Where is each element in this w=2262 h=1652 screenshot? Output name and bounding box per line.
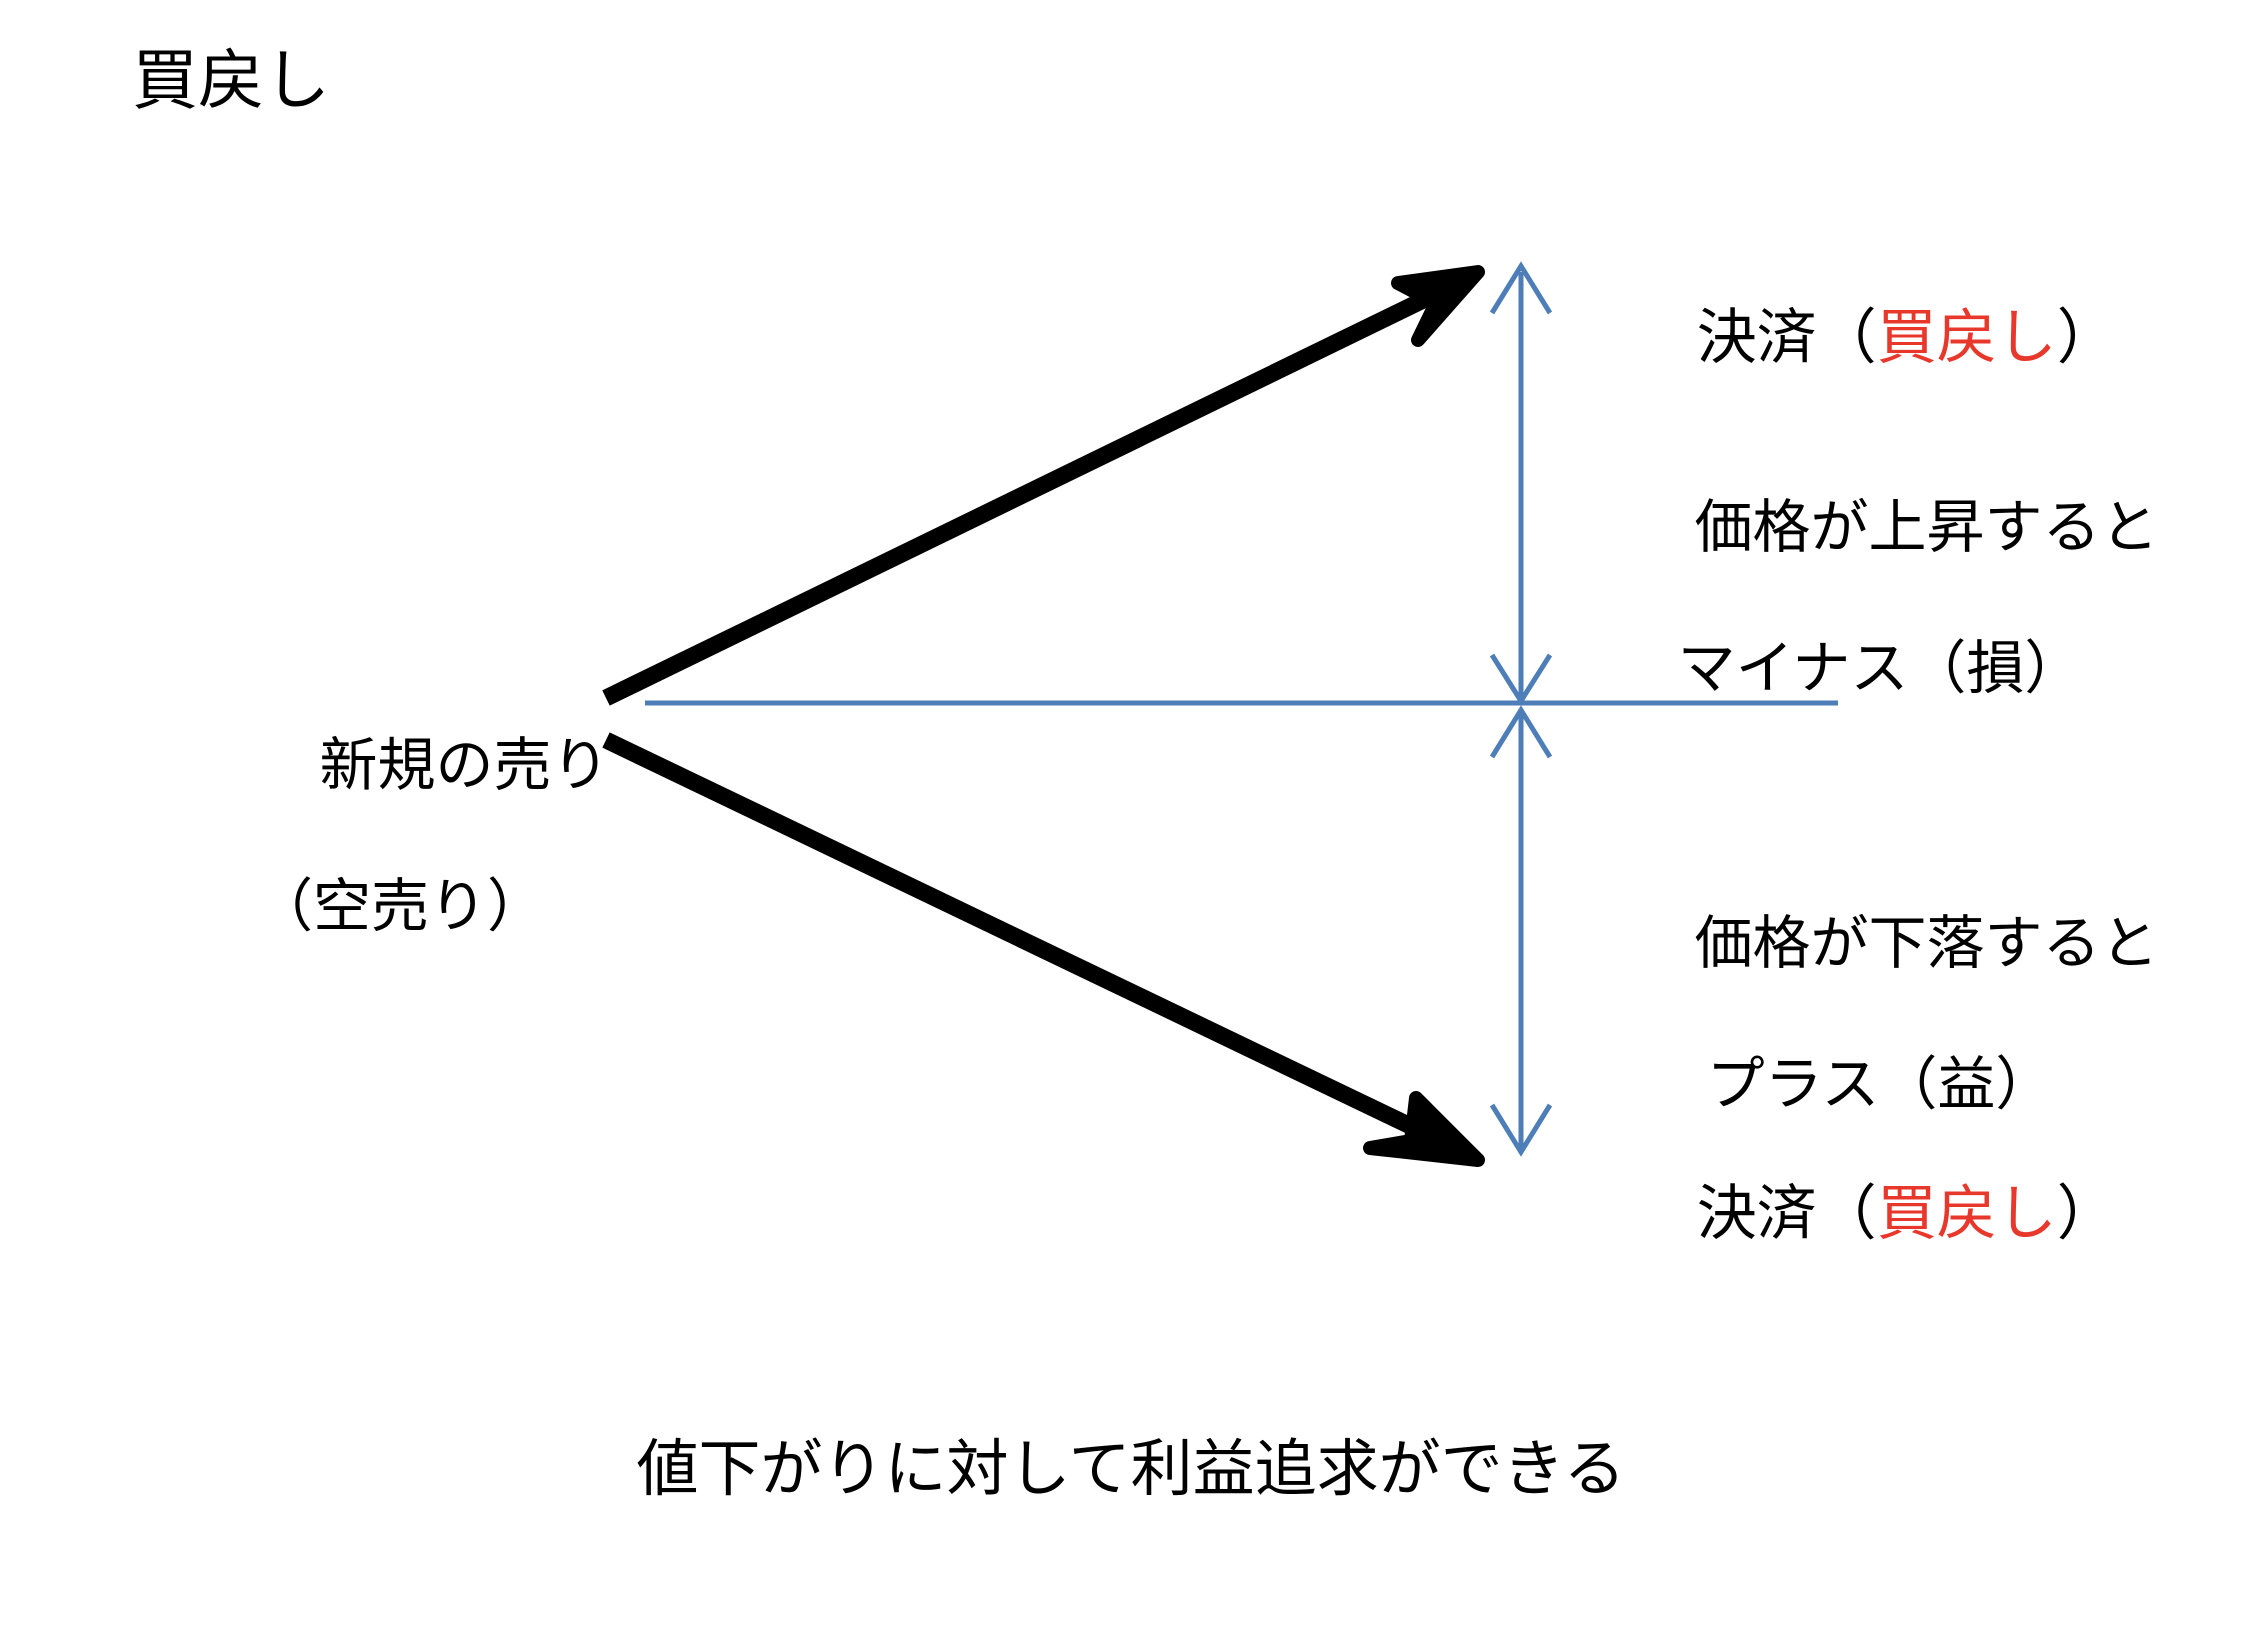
open-position-line1: 新規の売り: [319, 732, 610, 798]
price-up-outcome-line2: マイナス（損）: [1677, 636, 2083, 702]
settlement-bottom-accent: 買戻し: [1876, 1180, 2057, 1248]
open-position-line2: （空売り）: [255, 874, 546, 940]
settlement-label-bottom: 決済（買戻し）: [1630, 1104, 2117, 1324]
slide-caption: 値下がりに対して利益追求ができる: [636, 1435, 1626, 1504]
price-down-outcome-line2: プラス（益）: [1706, 1052, 2054, 1118]
price-down-outcome-line1: 価格が下落すると: [1694, 910, 2159, 976]
open-position-label: 新規の売り （空売り）: [255, 660, 609, 1085]
price-up-branch-arrow: [602, 265, 1485, 706]
settlement-top-suffix: ）: [2056, 304, 2117, 372]
settlement-top-accent: 買戻し: [1876, 304, 2057, 372]
gain-range-axis: [1489, 705, 1553, 1157]
settlement-top-prefix: 決済（: [1696, 304, 1877, 372]
settlement-label-top: 決済（買戻し）: [1630, 228, 2117, 448]
price-up-outcome-note: 価格が上昇すると マイナス（損）: [1630, 422, 2159, 847]
page-title: 買戻し: [132, 43, 330, 117]
price-down-branch-arrow: [602, 732, 1485, 1167]
settlement-bottom-suffix: ）: [2056, 1180, 2117, 1248]
settlement-bottom-prefix: 決済（: [1696, 1180, 1877, 1248]
loss-range-axis: [1489, 261, 1553, 706]
price-down-outcome-note: 価格が下落すると プラス（益）: [1630, 838, 2158, 1263]
price-up-outcome-line1: 価格が上昇すると: [1694, 494, 2159, 560]
